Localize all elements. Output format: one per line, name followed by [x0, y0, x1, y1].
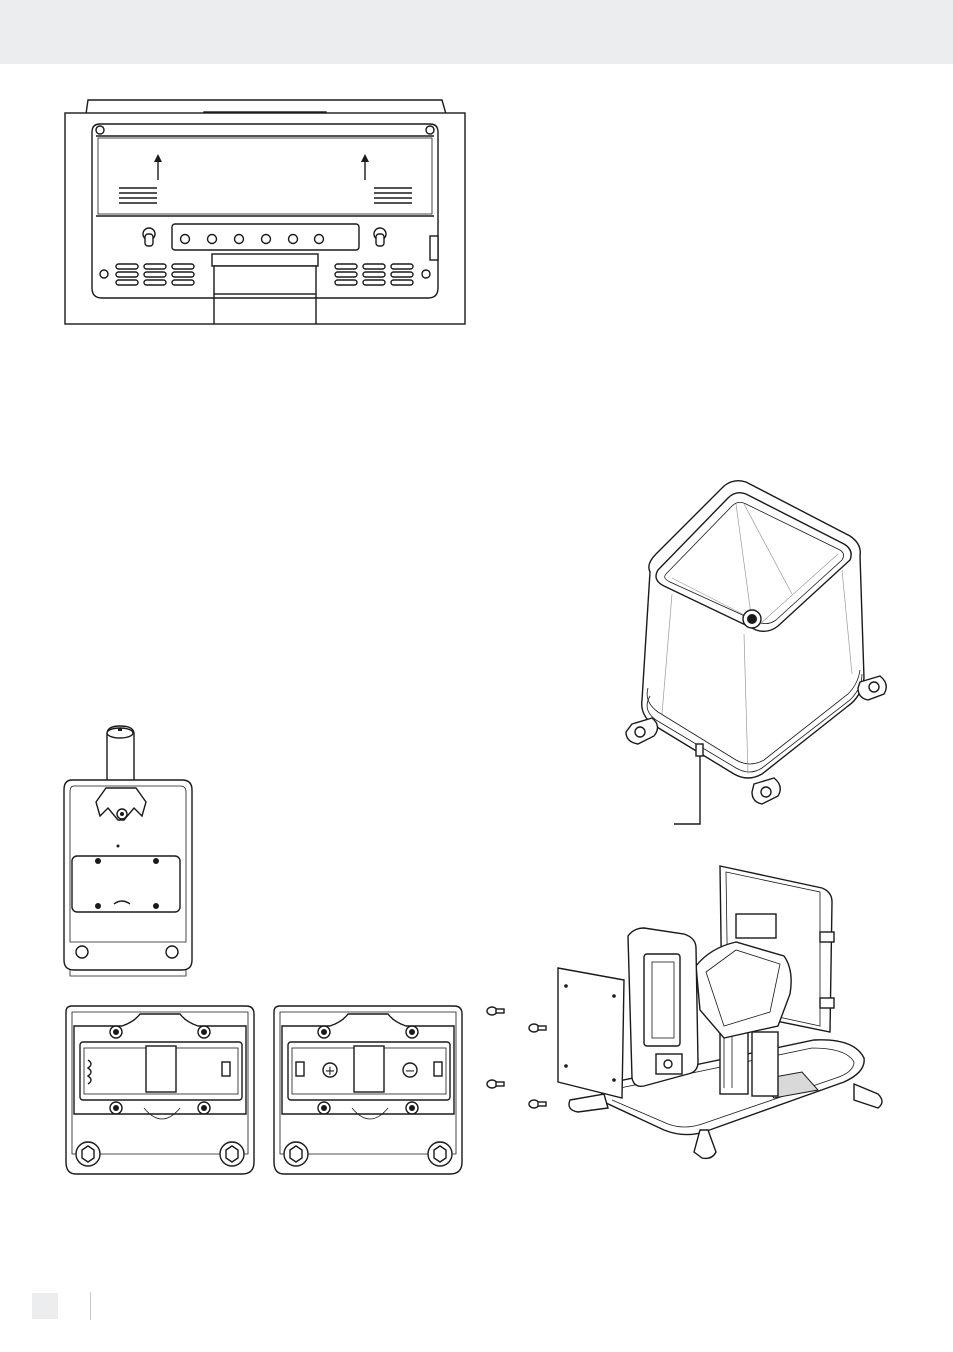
- keyhole-icon: [143, 228, 155, 246]
- thermo-sensor-mount-illustration: [62, 724, 202, 980]
- screw-icon: [529, 1100, 546, 1108]
- screw-icon: [487, 1080, 504, 1088]
- keyhole-icon: [374, 228, 386, 246]
- base-station-rear-illustration: [60, 96, 470, 330]
- hex-bolt-icon: [428, 1142, 452, 1166]
- plus-polarity-icon: +: [323, 1063, 337, 1079]
- page-number-box: [32, 1293, 58, 1319]
- hex-bolt-icon: [76, 1142, 100, 1166]
- rain-gauge-exploded-illustration: [484, 862, 894, 1162]
- header-band: [0, 0, 953, 64]
- svg-text:−: −: [405, 1064, 416, 1079]
- footer-divider: [90, 1292, 91, 1320]
- mounting-foot: [626, 718, 658, 744]
- rain-gauge-funnel-illustration: [612, 474, 892, 829]
- hex-bolt-icon: [284, 1142, 308, 1166]
- svg-text:+: +: [325, 1064, 336, 1079]
- battery-compartment-polarity-illustration: + −: [270, 1004, 470, 1180]
- mounting-foot: [752, 778, 780, 804]
- minus-polarity-icon: −: [403, 1063, 417, 1079]
- hex-bolt-icon: [220, 1142, 244, 1166]
- screw-icon: [529, 1024, 546, 1032]
- screw-icon: [487, 1007, 504, 1015]
- battery-compartment-empty-illustration: [62, 1004, 262, 1180]
